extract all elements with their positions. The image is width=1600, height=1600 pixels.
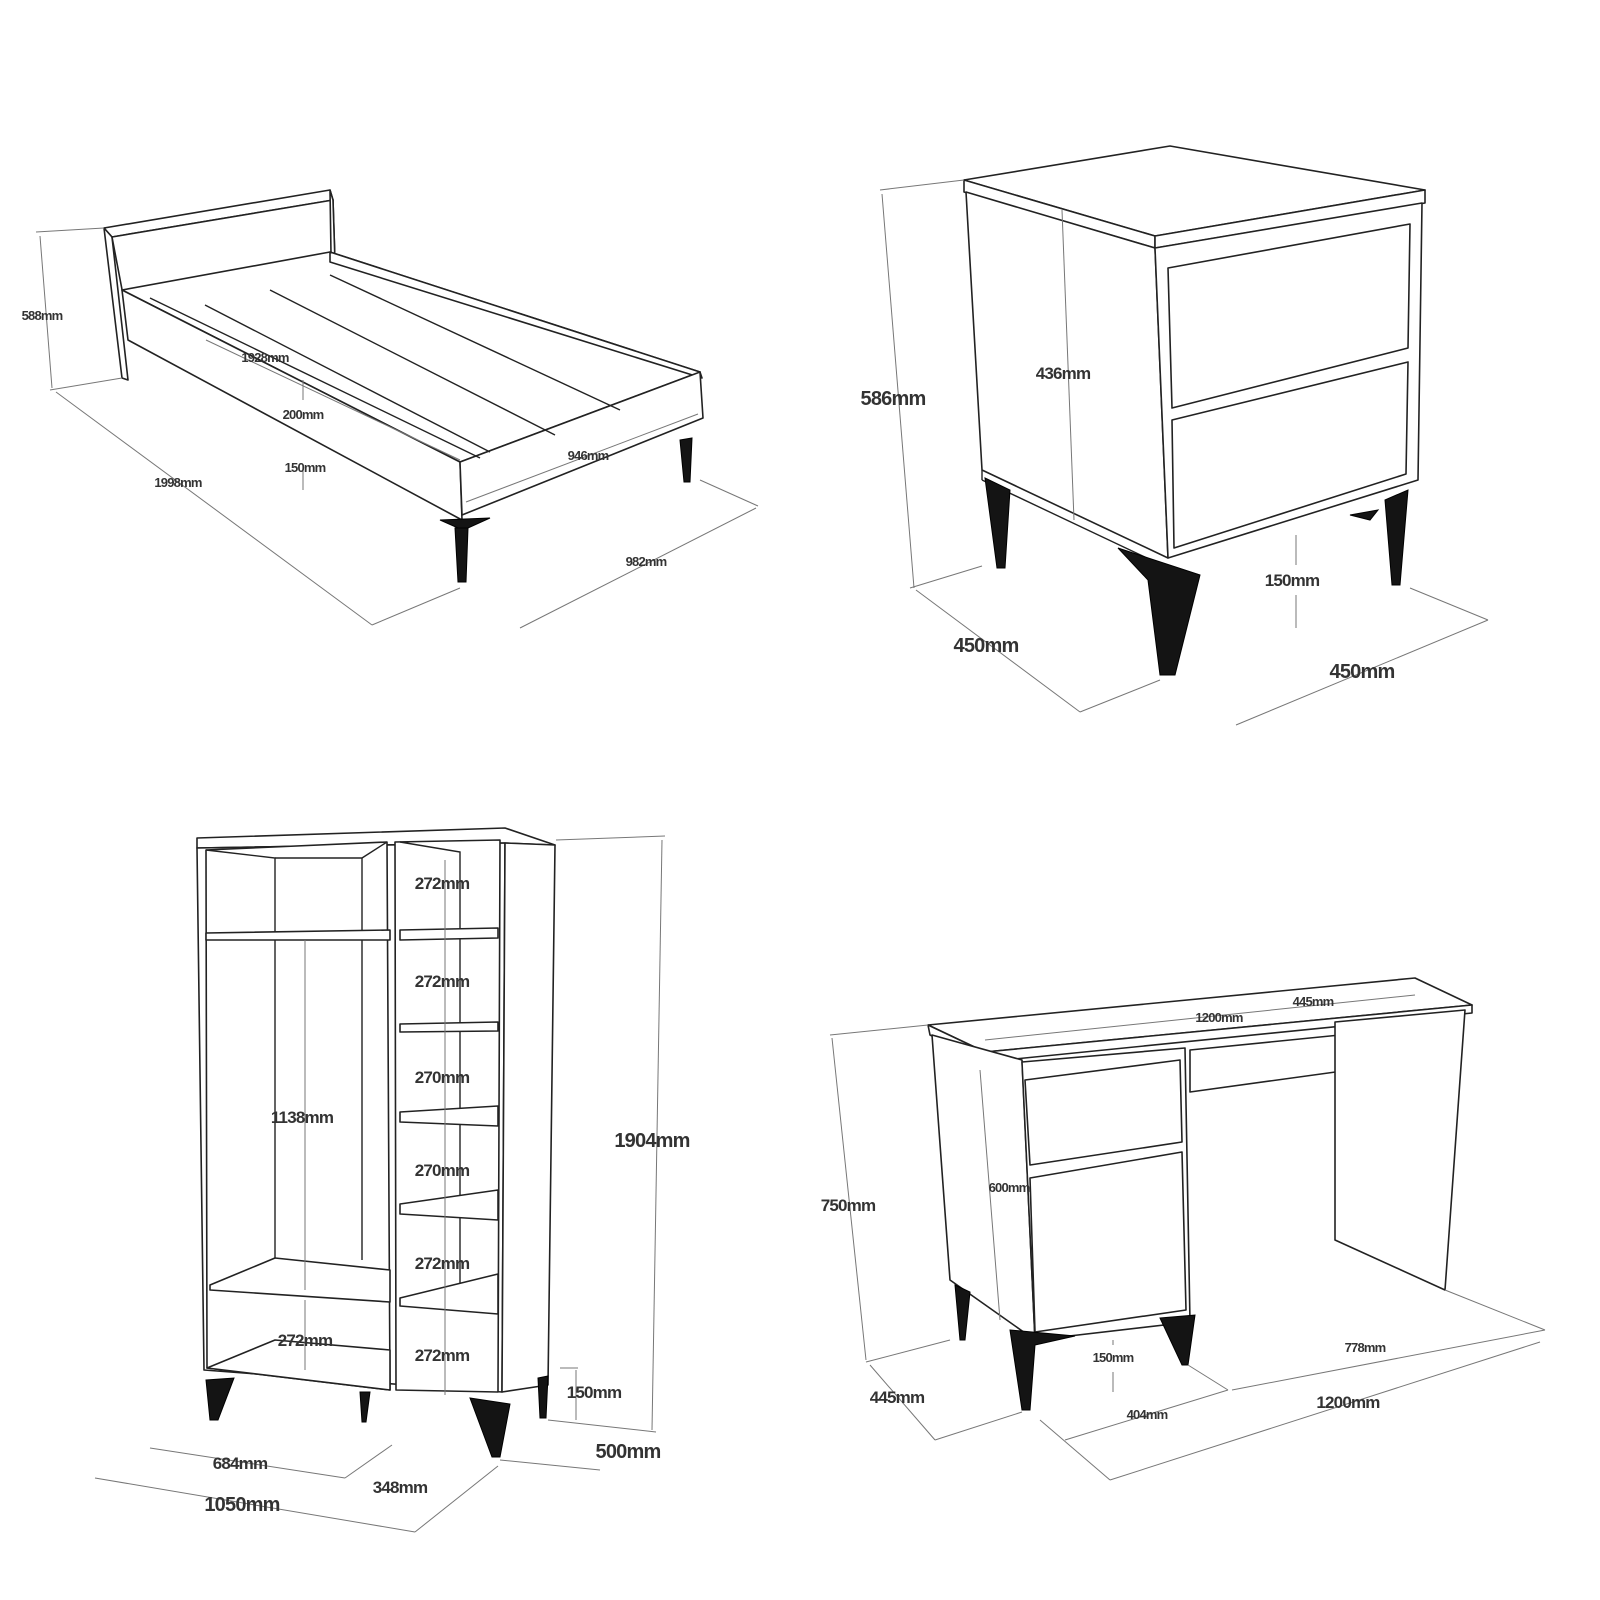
wardrobe-total-height-label: 1904mm [614, 1130, 689, 1152]
bed-leg-height-label: 150mm [285, 460, 326, 475]
bed-total-length-label: 1998mm [154, 475, 201, 490]
wardrobe-right-width-label: 348mm [373, 1478, 428, 1497]
nightstand-depth-label: 450mm [954, 635, 1019, 657]
desk-depth-label: 445mm [870, 1388, 925, 1407]
wardrobe-shelf-gap-3-label: 270mm [415, 1068, 470, 1087]
wardrobe-left-width-label: 684mm [213, 1454, 268, 1473]
desk-total-width-label: 1200mm [1316, 1393, 1380, 1412]
wardrobe-hanging-height-label: 1138mm [271, 1108, 334, 1127]
wardrobe-shelf-gap-4-label: 270mm [415, 1161, 470, 1180]
bed-headboard-height-label: 588mm [22, 308, 63, 323]
wardrobe-shelf-gap-2-label: 272mm [415, 972, 470, 991]
bed-labels: 588mm 1928mm 200mm 150mm 1998mm 946mm 98… [22, 308, 668, 569]
nightstand-labels: 586mm 436mm 150mm 450mm 450mm [861, 364, 1396, 683]
wardrobe-depth-label: 500mm [596, 1441, 661, 1463]
desk-top-depth-label: 445mm [1293, 994, 1334, 1009]
wardrobe-leg-height-label: 150mm [567, 1383, 622, 1402]
nightstand-total-height-label: 586mm [861, 388, 926, 410]
desk-drawing [829, 977, 1546, 1481]
desk-pedestal-height-label: 600mm [989, 1180, 1030, 1195]
bed-drawing [35, 189, 759, 629]
nightstand-body-height-label: 436mm [1036, 364, 1091, 383]
wardrobe-drawing [94, 827, 666, 1533]
wardrobe-labels: 272mm 272mm 270mm 270mm 272mm 272mm 1138… [204, 874, 690, 1516]
wardrobe-total-width-label: 1050mm [204, 1494, 279, 1516]
desk-knee-width-label: 778mm [1345, 1340, 1386, 1355]
bed-frame-height-label: 200mm [283, 407, 324, 422]
desk-leg-height-label: 150mm [1093, 1350, 1134, 1365]
wardrobe-shelf-gap-1-label: 272mm [415, 874, 470, 893]
wardrobe-bottom-gap-label: 272mm [278, 1331, 333, 1350]
desk-top-width-label: 1200mm [1195, 1010, 1242, 1025]
desk-pedestal-width-label: 404mm [1127, 1407, 1168, 1422]
nightstand-drawing [879, 145, 1489, 726]
desk-labels: 1200mm 445mm 750mm 600mm 150mm 778mm 445… [821, 994, 1387, 1422]
wardrobe-shelf-gap-6-label: 272mm [415, 1346, 470, 1365]
bed-inner-width-label: 946mm [568, 448, 609, 463]
bed-total-width-label: 982mm [626, 554, 667, 569]
nightstand-width-label: 450mm [1330, 661, 1395, 683]
bed-inner-length-label: 1928mm [241, 350, 288, 365]
wardrobe-shelf-gap-5-label: 272mm [415, 1254, 470, 1273]
desk-total-height-label: 750mm [821, 1196, 876, 1215]
nightstand-leg-height-label: 150mm [1265, 571, 1320, 590]
